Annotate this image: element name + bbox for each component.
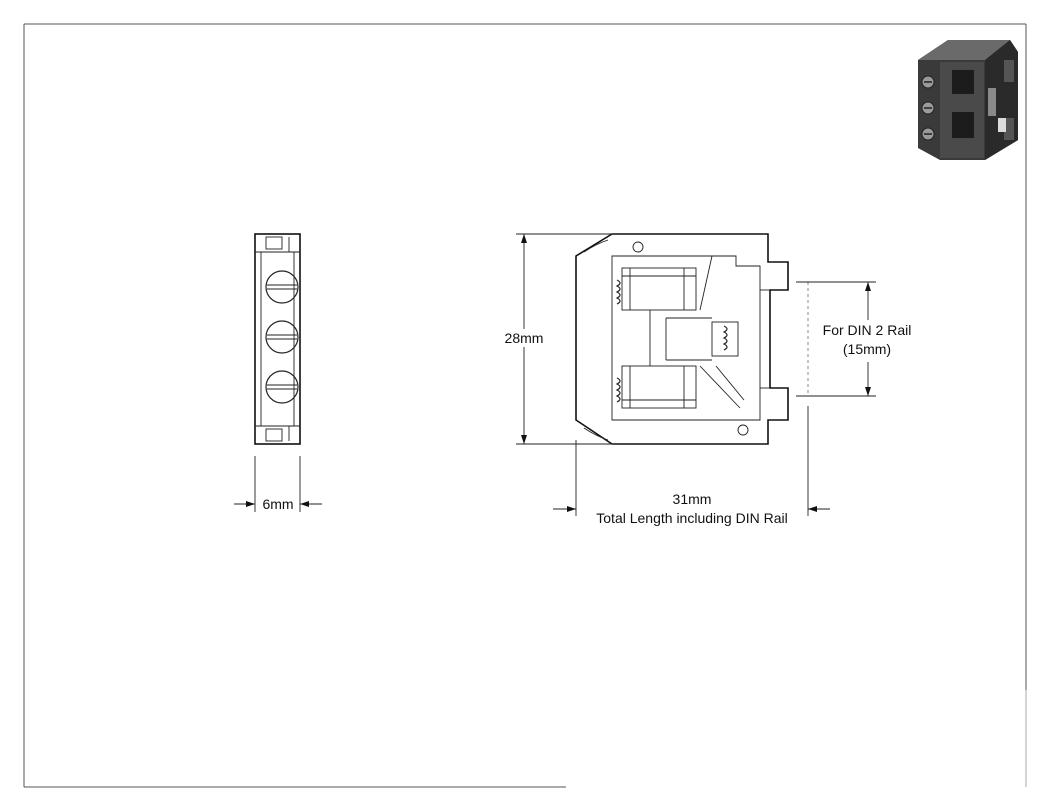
width-dimension xyxy=(234,456,322,512)
height-dimension-label: 28mm xyxy=(505,330,544,346)
width-dimension-label: 6mm xyxy=(262,496,293,512)
screw-top xyxy=(265,270,299,304)
isometric-terminal-block-icon xyxy=(918,40,1018,160)
height-dimension-mask xyxy=(498,329,550,347)
rail-dimension xyxy=(796,281,876,397)
screw-middle xyxy=(265,320,299,354)
screw-bottom xyxy=(265,370,299,404)
length-dimension-note: Total Length including DIN Rail xyxy=(596,510,787,526)
rail-dimension-label: For DIN 2 Rail xyxy=(823,322,912,338)
front-view xyxy=(575,233,789,445)
length-dimension xyxy=(553,406,830,516)
side-view xyxy=(254,233,301,445)
rail-dimension-sublabel: (15mm) xyxy=(843,341,891,357)
sheet-border xyxy=(23,23,1027,788)
length-dimension-label: 31mm xyxy=(673,491,712,507)
